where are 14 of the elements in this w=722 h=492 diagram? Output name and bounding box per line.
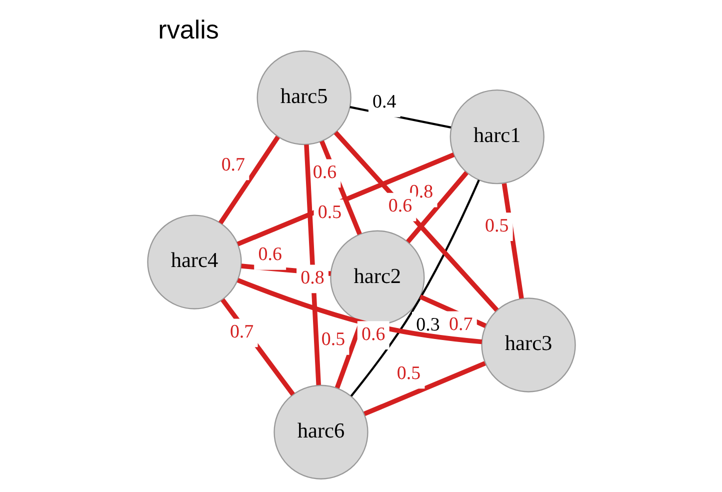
edge-label: 0.6 (312, 162, 336, 183)
edge-label: 0.4 (372, 92, 396, 113)
edge-label: 0.5 (396, 362, 420, 384)
edge-label: 0.5 (317, 202, 342, 224)
diagram-title: rvalis (158, 14, 218, 45)
edge-label: 0.7 (448, 314, 472, 336)
edge-label: 0.7 (229, 321, 254, 342)
edge-label: 0.7 (220, 154, 245, 176)
edge-label: 0.6 (361, 324, 385, 345)
edge-label: 0.8 (300, 267, 324, 288)
edge-label: 0.6 (388, 196, 412, 217)
edge-label: 0.5 (484, 215, 508, 236)
edge-label: 0.5 (320, 329, 345, 350)
edge-label: 0.6 (258, 244, 282, 266)
